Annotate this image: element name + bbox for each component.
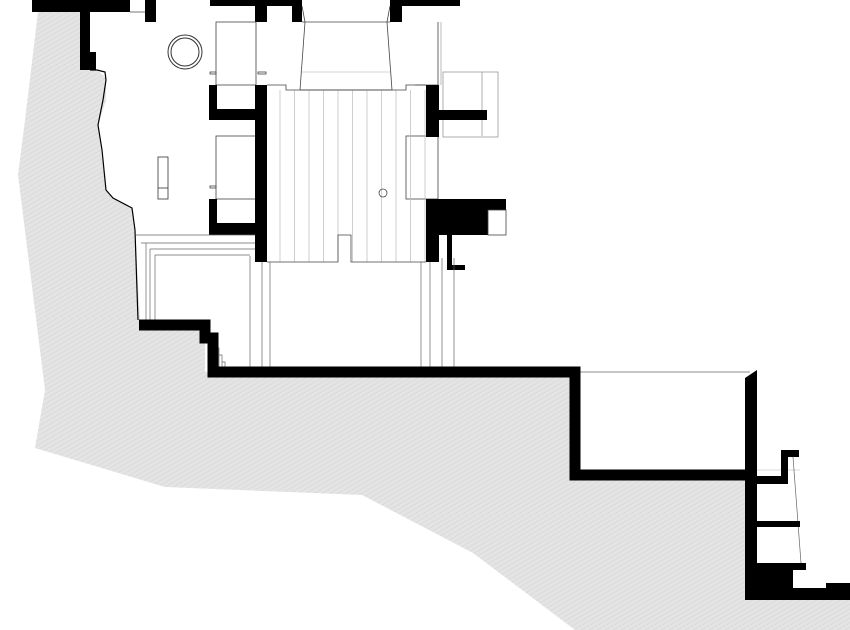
window-opening xyxy=(487,209,507,236)
central-room-outline xyxy=(267,84,426,91)
floorboards xyxy=(279,90,426,262)
floor-notch xyxy=(267,234,426,263)
round-fixture-outer xyxy=(167,34,203,70)
cliff-edge-line xyxy=(90,69,139,321)
round-fixture-inner xyxy=(170,37,200,67)
pool-and-stair-walls xyxy=(745,370,850,600)
central-walls xyxy=(209,85,506,270)
small-fixture xyxy=(157,156,169,200)
upper-walls xyxy=(32,0,460,70)
chimney-outline xyxy=(299,5,393,91)
floor-drain xyxy=(378,188,388,198)
retaining-wall xyxy=(139,319,751,481)
